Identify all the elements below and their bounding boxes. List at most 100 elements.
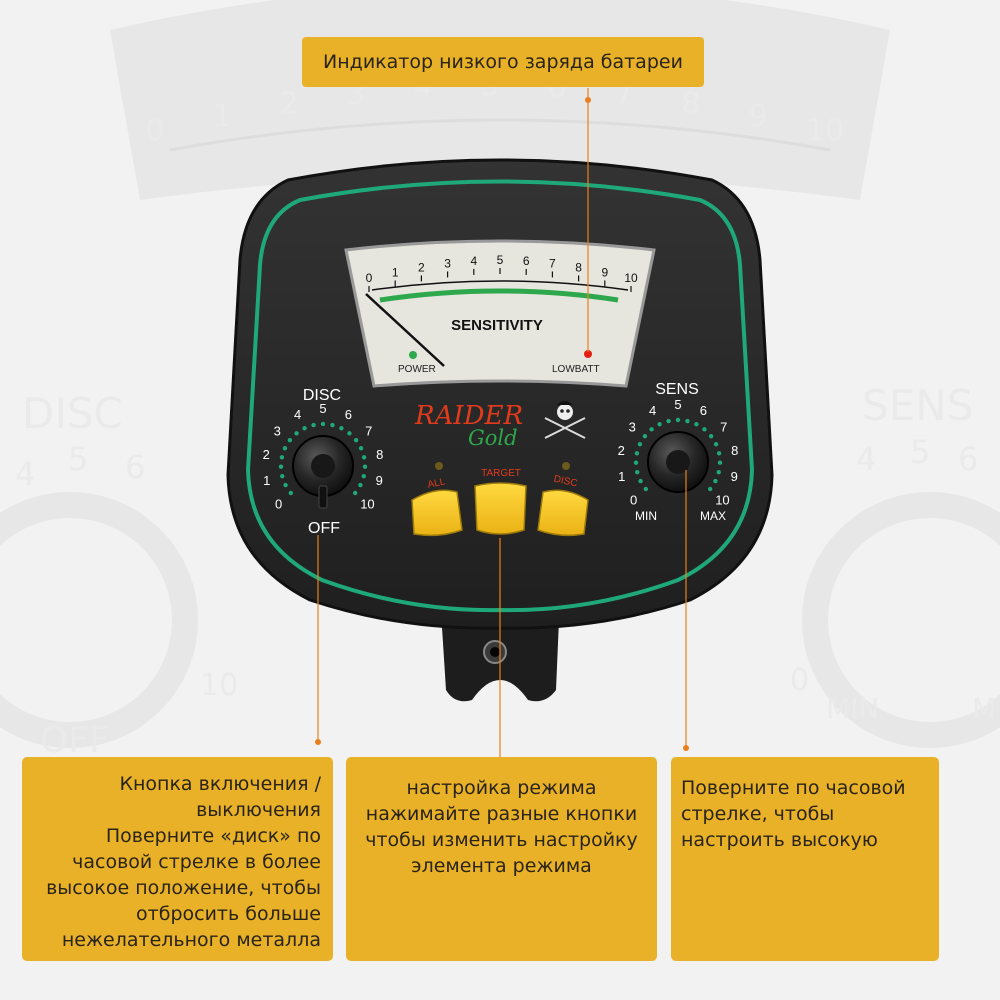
knob-scale-dot [649, 427, 654, 432]
power-switch-lever[interactable] [318, 485, 328, 509]
knob-scale-number: 3 [629, 419, 636, 434]
knob-scale-dot [287, 437, 293, 443]
all-button[interactable] [411, 489, 463, 537]
knob-scale-number: 5 [319, 401, 326, 416]
knob-scale-number: 4 [649, 403, 656, 418]
knob-scale-dot [358, 446, 364, 451]
disc-button-label: DISC [553, 474, 579, 490]
background-scale-number: 9 [748, 99, 767, 134]
knob-scale-dot [694, 422, 699, 427]
power-label: POWER [398, 364, 436, 375]
knob-scale-dot [685, 418, 690, 424]
knob-scale-dot [638, 478, 643, 484]
background-sens-digit: 5 [910, 433, 930, 471]
background-max-label: M [972, 692, 996, 725]
callout-line: Поверните по часовой [681, 777, 906, 799]
callout-line: нежелательного металла [61, 929, 321, 951]
meter-scale-number: 1 [392, 265, 399, 279]
meter-scale-number: 3 [444, 256, 451, 270]
meter-scale-number: 0 [366, 271, 373, 285]
knob-scale-dot [635, 469, 640, 475]
meter-scale-number: 8 [575, 260, 582, 274]
callout-line: стрелке, чтобы [681, 803, 835, 825]
background-disc-knob-ring [0, 492, 198, 748]
sens-knob-title: SENS [655, 381, 699, 398]
background-sens-label: SENS [862, 381, 973, 430]
knob-scale-dot [707, 486, 713, 492]
knob-scale-dot [713, 442, 719, 447]
knob-scale-number: 1 [263, 473, 270, 488]
background-min-label: MIN [826, 692, 879, 725]
background-disc-label: DISC [22, 389, 123, 438]
target-button[interactable] [474, 482, 527, 535]
callout-line: нажимайте разные кнопки [365, 803, 638, 825]
callout-line: высокое положение, чтобы [46, 877, 321, 899]
background-sens-knob-ring [802, 492, 1000, 748]
callout-power-disc: Кнопка включения / выключения Поверните … [22, 757, 333, 961]
knob-scale-dot [362, 464, 368, 469]
meter-window [344, 239, 656, 388]
skull-logo-icon [544, 401, 586, 439]
callout-line: Поверните «диск» по [105, 825, 321, 847]
knob-scale-number: 7 [720, 419, 727, 434]
knob-scale-number: 1 [618, 469, 625, 484]
background-disc-digit: 5 [68, 440, 88, 478]
knob-scale-dot [353, 437, 359, 443]
background-meter-arc [169, 118, 831, 152]
callout-low-battery-text: Индикатор низкого заряда батареи [323, 51, 683, 73]
knob-scale-dot [717, 460, 723, 465]
meter-scale-number: 7 [549, 256, 556, 270]
disc-knob-cap [311, 454, 335, 478]
knob-scale-dot [637, 442, 643, 447]
knob-scale-dot [361, 455, 367, 460]
background-scale-number: 0 [145, 113, 164, 148]
knob-scale-dot [279, 455, 285, 460]
background-zero-digit: 0 [790, 663, 809, 698]
knob-scale-dot [347, 431, 352, 436]
all-led [435, 462, 443, 470]
brand-subname: Gold [468, 426, 518, 450]
knob-scale-number: 6 [700, 403, 707, 418]
knob-scale-number: 4 [294, 407, 301, 422]
power-led [409, 351, 417, 359]
panel-trim-line [245, 179, 755, 613]
background-scale-number: 8 [681, 87, 700, 122]
knob-scale-dot [361, 473, 366, 479]
knob-scale-number: 10 [715, 492, 729, 507]
background-disc-digit: 4 [15, 455, 35, 493]
knob-scale-dot [708, 433, 714, 439]
knob-scale-dot [282, 446, 288, 451]
meter-label: SENSITIVITY [451, 317, 543, 334]
knob-scale-dot [633, 460, 639, 465]
background-off-label: OFF [40, 720, 110, 761]
knob-scale-dot [675, 417, 681, 423]
disc-button[interactable] [537, 489, 589, 537]
knob-scale-number: 3 [274, 423, 281, 438]
knob-scale-number: 6 [345, 407, 352, 422]
background-scale-number: 2 [279, 87, 298, 122]
callout-line: настройка режима [406, 777, 597, 799]
knob-scale-number: 0 [630, 492, 637, 507]
meter-scale-number: 9 [601, 265, 608, 279]
knob-scale-number: 8 [376, 447, 383, 462]
callout-line: чтобы изменить настройку [365, 829, 638, 851]
leader-dot-power [315, 739, 321, 745]
target-button-label: TARGET [481, 468, 521, 479]
knob-scale-dot [280, 473, 285, 479]
sens-knob-cap [666, 450, 690, 474]
knob-scale-dot [339, 426, 344, 431]
knob-scale-number: 9 [376, 473, 383, 488]
knob-scale-dot [302, 426, 307, 431]
meter-scale-number: 6 [523, 254, 530, 268]
knob-scale-dot [643, 486, 649, 492]
sens-max-label: MAX [700, 509, 726, 523]
knob-scale-number: 9 [731, 469, 738, 484]
background-sens-digit: 4 [856, 440, 876, 478]
meter-scale-number: 2 [418, 260, 425, 274]
knob-scale-dot [666, 418, 671, 424]
knob-scale-dot [278, 464, 284, 469]
knob-scale-dot [642, 433, 648, 439]
